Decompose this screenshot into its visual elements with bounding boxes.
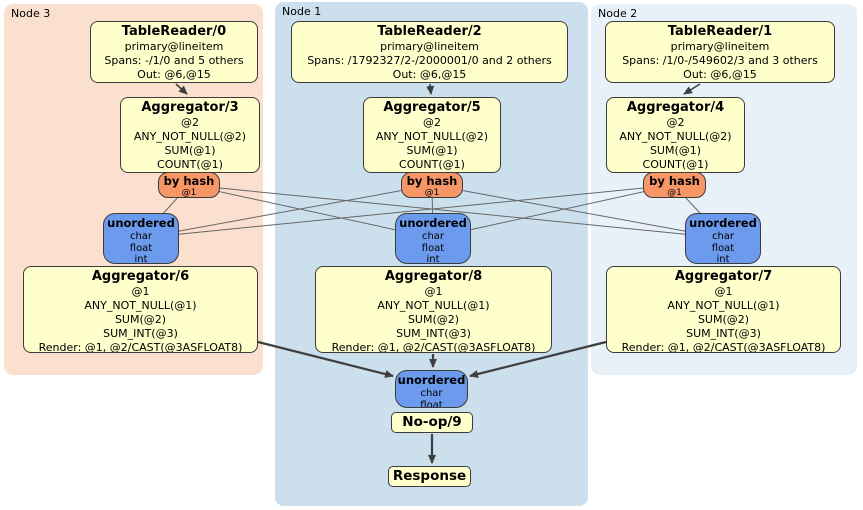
aggregator-8-fn1: ANY_NOT_NULL(@1) [377, 299, 490, 312]
aggregator-6-node: Aggregator/6 @1 ANY_NOT_NULL(@1) SUM(@2)… [23, 266, 258, 353]
tablereader-0-spans: Spans: -/1/0 and 5 others [104, 54, 244, 67]
node1-label: Node 1 [282, 5, 322, 18]
aggregator-3-node: Aggregator/3 @2 ANY_NOT_NULL(@2) SUM(@1)… [120, 97, 260, 173]
tablereader-2-node: TableReader/2 primary@lineitem Spans: /1… [291, 21, 568, 83]
unordered-sync-final: unordered char float [395, 370, 468, 408]
aggregator-7-title: Aggregator/7 [674, 269, 773, 284]
sync-node2-type3: int [716, 254, 730, 264]
tablereader-0-node: TableReader/0 primary@lineitem Spans: -/… [90, 21, 258, 83]
tablereader-2-index: primary@lineitem [380, 40, 479, 53]
noop-node: No-op/9 [391, 412, 473, 433]
unordered-sync-node3-title: unordered [107, 216, 175, 230]
aggregator-8-group: @1 [424, 285, 443, 298]
aggregator-5-fn1: ANY_NOT_NULL(@2) [375, 130, 489, 143]
hash-router-node2-title: by hash [649, 174, 700, 188]
hash-router-node2: by hash @1 [643, 172, 706, 198]
aggregator-5-group: @2 [423, 116, 441, 129]
unordered-sync-node1-title: unordered [399, 216, 467, 230]
response-title: Response [392, 468, 467, 484]
hash-router-node3-col: @1 [181, 188, 197, 198]
hash-router-node1-title: by hash [406, 174, 458, 188]
tablereader-2-out: Out: @6,@15 [392, 68, 467, 81]
aggregator-4-group: @2 [666, 116, 685, 129]
tablereader-1-spans: Spans: /1/0-/549602/3 and 3 others [622, 54, 818, 67]
aggregator-3-group: @2 [181, 116, 199, 129]
aggregator-6-title: Aggregator/6 [91, 269, 190, 284]
aggregator-7-node: Aggregator/7 @1 ANY_NOT_NULL(@1) SUM(@2)… [606, 266, 841, 353]
aggregator-6-fn3: SUM_INT(@3) [103, 327, 178, 340]
aggregator-3-fn2: SUM(@1) [164, 144, 216, 157]
sync-node3-type3: int [134, 254, 148, 264]
sync-node2-type2: float [711, 242, 735, 254]
aggregator-6-fn1: ANY_NOT_NULL(@1) [84, 299, 197, 312]
aggregator-7-render: Render: @1, @2/CAST(@3ASFLOAT8) [621, 341, 826, 353]
aggregator-7-group: @1 [714, 285, 733, 298]
hash-router-node1: by hash @1 [401, 172, 463, 198]
hash-router-node3-title: by hash [163, 174, 215, 188]
aggregator-5-node: Aggregator/5 @2 ANY_NOT_NULL(@2) SUM(@1)… [363, 97, 501, 173]
aggregator-7-fn1: ANY_NOT_NULL(@1) [667, 299, 780, 312]
aggregator-7-fn3: SUM_INT(@3) [686, 327, 761, 340]
unordered-sync-node2: unordered char float int [685, 213, 761, 264]
aggregator-4-fn2: SUM(@1) [649, 144, 702, 157]
tablereader-2-spans: Spans: /1792327/2-/2000001/0 and 2 other… [307, 54, 552, 67]
aggregator-8-title: Aggregator/8 [384, 269, 483, 284]
aggregator-6-group: @1 [131, 285, 150, 298]
aggregator-4-title: Aggregator/4 [626, 100, 725, 115]
aggregator-5-fn3: COUNT(@1) [399, 158, 465, 171]
aggregator-8-fn2: SUM(@2) [407, 313, 460, 326]
tablereader-1-node: TableReader/1 primary@lineitem Spans: /1… [605, 21, 835, 83]
unordered-sync-node3: unordered char float int [103, 213, 179, 264]
sync-node1-type1: char [421, 231, 445, 242]
unordered-sync-node1: unordered char float int [395, 213, 471, 264]
hash-router-node3: by hash @1 [158, 172, 220, 198]
sync-final-type2: float [420, 399, 443, 408]
tablereader-0-title: TableReader/0 [121, 24, 227, 39]
aggregator-4-fn1: ANY_NOT_NULL(@2) [619, 130, 732, 143]
unordered-sync-node2-title: unordered [689, 216, 757, 230]
tablereader-1-index: primary@lineitem [670, 40, 770, 53]
node3-label: Node 3 [11, 7, 51, 20]
aggregator-7-fn2: SUM(@2) [697, 313, 750, 326]
aggregator-4-node: Aggregator/4 @2 ANY_NOT_NULL(@2) SUM(@1)… [606, 97, 745, 173]
tablereader-2-title: TableReader/2 [377, 24, 482, 39]
sync-final-type1: char [420, 388, 443, 399]
aggregator-6-render: Render: @1, @2/CAST(@3ASFLOAT8) [38, 341, 243, 353]
aggregator-6-fn2: SUM(@2) [114, 313, 167, 326]
aggregator-5-fn2: SUM(@1) [406, 144, 458, 157]
hash-router-node1-col: @1 [424, 188, 440, 198]
sync-node1-type2: float [421, 242, 445, 254]
sync-node3-type1: char [129, 231, 153, 242]
aggregator-8-render: Render: @1, @2/CAST(@3ASFLOAT8) [331, 341, 536, 353]
aggregator-3-title: Aggregator/3 [141, 100, 239, 115]
tablereader-aggregator-edges [175, 83, 701, 95]
tablereader-1-title: TableReader/1 [667, 24, 773, 39]
sync-node3-type2: float [129, 242, 153, 254]
aggregator-3-fn3: COUNT(@1) [157, 158, 223, 171]
unordered-sync-final-title: unordered [397, 373, 466, 387]
noop-title: No-op/9 [402, 414, 462, 430]
sync-node2-type1: char [711, 231, 735, 242]
tablereader-0-index: primary@lineitem [124, 40, 224, 53]
tablereader-1-out: Out: @6,@15 [683, 68, 757, 81]
aggregator-8-fn3: SUM_INT(@3) [396, 327, 471, 340]
response-node: Response [388, 466, 471, 487]
tablereader-0-out: Out: @6,@15 [137, 68, 211, 81]
sync-node1-type3: int [426, 254, 440, 264]
final-stage-edges [257, 340, 607, 464]
aggregator-4-fn3: COUNT(@1) [642, 158, 709, 171]
aggregator-5-title: Aggregator/5 [383, 100, 481, 115]
hash-router-node2-col: @1 [667, 188, 682, 198]
aggregator-3-fn1: ANY_NOT_NULL(@2) [133, 130, 247, 143]
node2-label: Node 2 [598, 7, 638, 20]
aggregator-8-node: Aggregator/8 @1 ANY_NOT_NULL(@1) SUM(@2)… [315, 266, 552, 353]
